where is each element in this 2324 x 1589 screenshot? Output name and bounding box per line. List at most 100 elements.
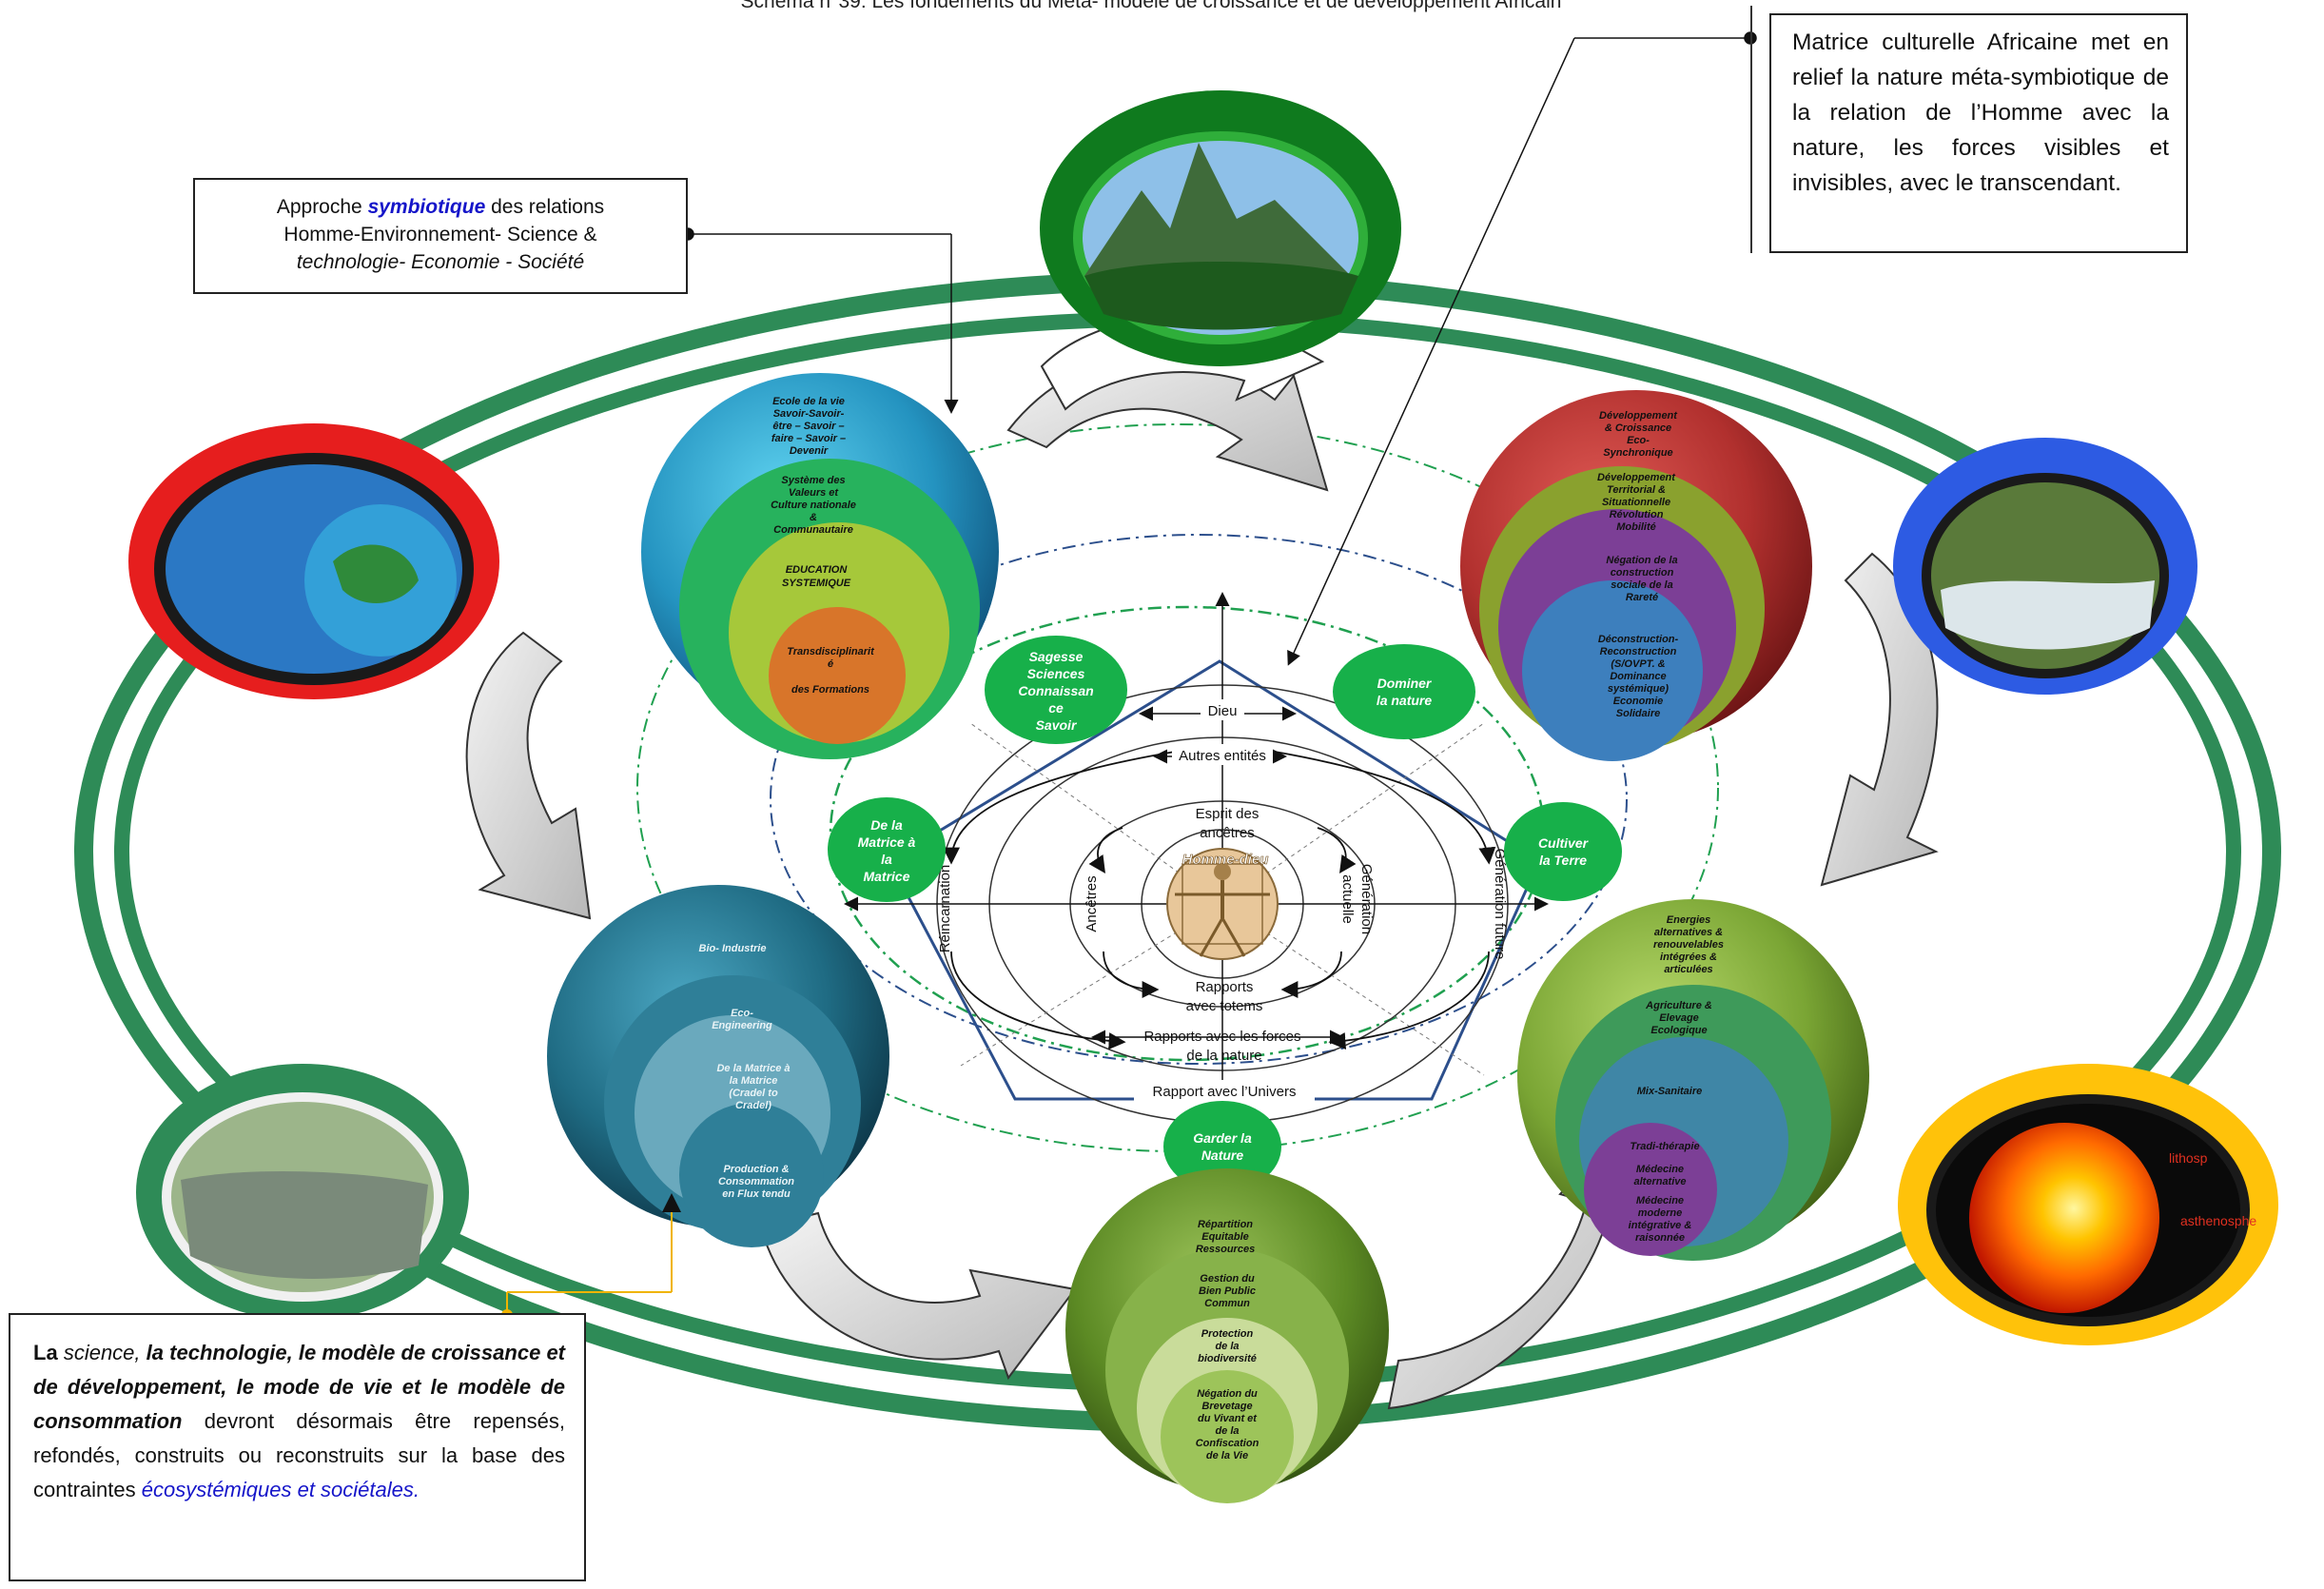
label-dieu: Dieu: [1208, 703, 1238, 719]
svg-text:Situationnelle: Situationnelle: [1602, 497, 1670, 508]
callout-symbiotic-keyword: symbiotique: [367, 196, 486, 218]
sphere-biodiversite: [1065, 1168, 1389, 1503]
homme-dieu-figure: [1166, 848, 1279, 960]
center-radials: [960, 722, 1485, 1076]
label-esprit-line: Esprit des: [1196, 806, 1260, 822]
svg-text:EDUCATION: EDUCATION: [786, 564, 849, 576]
svg-text:Territorial &: Territorial &: [1607, 484, 1666, 496]
svg-text:Répartition: Répartition: [1198, 1219, 1253, 1230]
svg-text:é: é: [828, 658, 833, 670]
svg-text:la: la: [881, 852, 892, 867]
svg-text:Equitable: Equitable: [1201, 1231, 1249, 1243]
label-generation-actuelle-2: actuelle: [1339, 874, 1356, 924]
svg-text:Protection: Protection: [1201, 1328, 1254, 1340]
svg-text:la Matrice: la Matrice: [730, 1075, 778, 1087]
callout-divider: [1750, 6, 1752, 253]
svg-text:en Flux tendu: en Flux tendu: [722, 1188, 791, 1200]
svg-text:être – Savoir –: être – Savoir –: [772, 421, 844, 432]
svg-text:la nature: la nature: [1377, 693, 1433, 708]
label-forces-line1: Rapports avec les forces: [1143, 1029, 1300, 1045]
label-asthenosphe: asthenosphe: [2180, 1213, 2256, 1228]
label-ancetres: Ancêtres: [1084, 875, 1100, 932]
photo-earth-layers: lithosp asthenosphe: [1898, 1064, 2278, 1345]
photo-river: [1893, 438, 2197, 695]
callout-symbiotic-pre: Approche: [276, 196, 368, 218]
svg-text:alternatives &: alternatives &: [1654, 927, 1723, 938]
svg-text:Connaissan: Connaissan: [1018, 683, 1093, 698]
svg-text:Culture nationale: Culture nationale: [771, 500, 856, 511]
svg-text:Bien Public: Bien Public: [1199, 1285, 1256, 1297]
svg-text:Commun: Commun: [1204, 1298, 1250, 1309]
svg-text:Développement: Développement: [1599, 410, 1678, 422]
callout-science-science: science,: [57, 1341, 141, 1364]
svg-text:Rareté: Rareté: [1626, 592, 1658, 603]
svg-text:Garder la: Garder la: [1193, 1130, 1252, 1146]
svg-text:Solidaire: Solidaire: [1616, 708, 1660, 719]
svg-text:intégrées &: intégrées &: [1660, 951, 1717, 963]
svg-text:Reconstruction: Reconstruction: [1600, 646, 1677, 657]
svg-text:Communautaire: Communautaire: [773, 524, 853, 536]
svg-text:Savoir: Savoir: [1036, 717, 1078, 733]
dash-ellipse-outer: [636, 423, 1719, 1152]
label-univers: Rapport avec l’Univers: [1153, 1084, 1297, 1100]
callout-science: La science, la technologie, le modèle de…: [9, 1313, 586, 1581]
svg-text:Agriculture &: Agriculture &: [1645, 1000, 1712, 1011]
svg-text:ce: ce: [1048, 700, 1064, 716]
svg-text:de la Vie: de la Vie: [1206, 1450, 1248, 1461]
page-title: Schéma n°39: Les fondements du Méta- mod…: [740, 0, 1562, 12]
callout-matrix: Matrice culturelle Africaine met en reli…: [1769, 13, 2188, 253]
svg-text:Gestion du: Gestion du: [1200, 1273, 1255, 1285]
svg-text:raisonnée: raisonnée: [1635, 1232, 1685, 1244]
svg-text:faire – Savoir –: faire – Savoir –: [771, 433, 846, 444]
svg-text:Valeurs et: Valeurs et: [789, 487, 840, 499]
photo-elephants: [136, 1064, 469, 1321]
svg-text:Déconstruction-: Déconstruction-: [1598, 634, 1679, 645]
svg-text:Système des: Système des: [781, 475, 845, 486]
svg-text:intégrative &: intégrative &: [1629, 1220, 1692, 1231]
svg-text:articulées: articulées: [1664, 964, 1712, 975]
svg-text:Production &: Production &: [723, 1164, 789, 1175]
svg-text:Economie: Economie: [1613, 696, 1664, 707]
svg-text:renouvelables: renouvelables: [1653, 939, 1724, 951]
svg-text:Nature: Nature: [1201, 1148, 1244, 1163]
svg-text:Sagesse: Sagesse: [1029, 649, 1084, 664]
svg-text:Brevetage: Brevetage: [1201, 1401, 1252, 1412]
svg-text:Dominer: Dominer: [1377, 676, 1433, 691]
svg-text:Sciences: Sciences: [1027, 666, 1085, 681]
svg-text:Synchronique: Synchronique: [1603, 447, 1672, 459]
svg-text:Dominance: Dominance: [1610, 671, 1666, 682]
callout-symbiotic-line2: Homme-Environnement- Science &: [283, 224, 597, 245]
svg-text:Energies: Energies: [1667, 914, 1710, 926]
svg-text:Médecine: Médecine: [1636, 1164, 1684, 1175]
sphere-developpement-text: Développement& CroissanceEco-Synchroniqu…: [1597, 410, 1678, 719]
svg-text:Confiscation: Confiscation: [1196, 1438, 1260, 1449]
svg-text:sociale de la: sociale de la: [1611, 579, 1672, 591]
svg-text:Devenir: Devenir: [790, 445, 829, 457]
label-totems-line2: avec totems: [1186, 998, 1263, 1014]
label-homme-dieu: Homme-dieu: [1182, 852, 1269, 868]
svg-text:Elevage: Elevage: [1659, 1012, 1699, 1024]
sphere-education: [641, 373, 999, 759]
svg-text:Négation du: Négation du: [1197, 1388, 1258, 1400]
svg-text:la Terre: la Terre: [1539, 853, 1587, 868]
svg-text:Eco-: Eco-: [1627, 435, 1650, 446]
svg-text:Savoir-Savoir-: Savoir-Savoir-: [773, 408, 845, 420]
callout-science-la: La: [33, 1341, 58, 1364]
svg-text:Eco-: Eco-: [731, 1008, 753, 1019]
svg-text:De la Matrice à: De la Matrice à: [716, 1063, 790, 1074]
svg-text:(S/OVPT. &: (S/OVPT. &: [1611, 658, 1665, 670]
svg-text:de la: de la: [1215, 1425, 1239, 1437]
svg-text:Transdisciplinarit: Transdisciplinarit: [787, 646, 875, 657]
sphere-developpement: [1460, 390, 1812, 761]
center-curved-arrows: [943, 751, 1496, 1050]
svg-text:Médecine: Médecine: [1636, 1195, 1684, 1206]
callout-symbiotic-line3: technologie- Economie - Société: [296, 251, 585, 273]
svg-text:Ecole de la vie: Ecole de la vie: [772, 396, 845, 407]
label-forces-line2: de la nature: [1186, 1048, 1261, 1064]
svg-text:construction: construction: [1611, 567, 1674, 579]
